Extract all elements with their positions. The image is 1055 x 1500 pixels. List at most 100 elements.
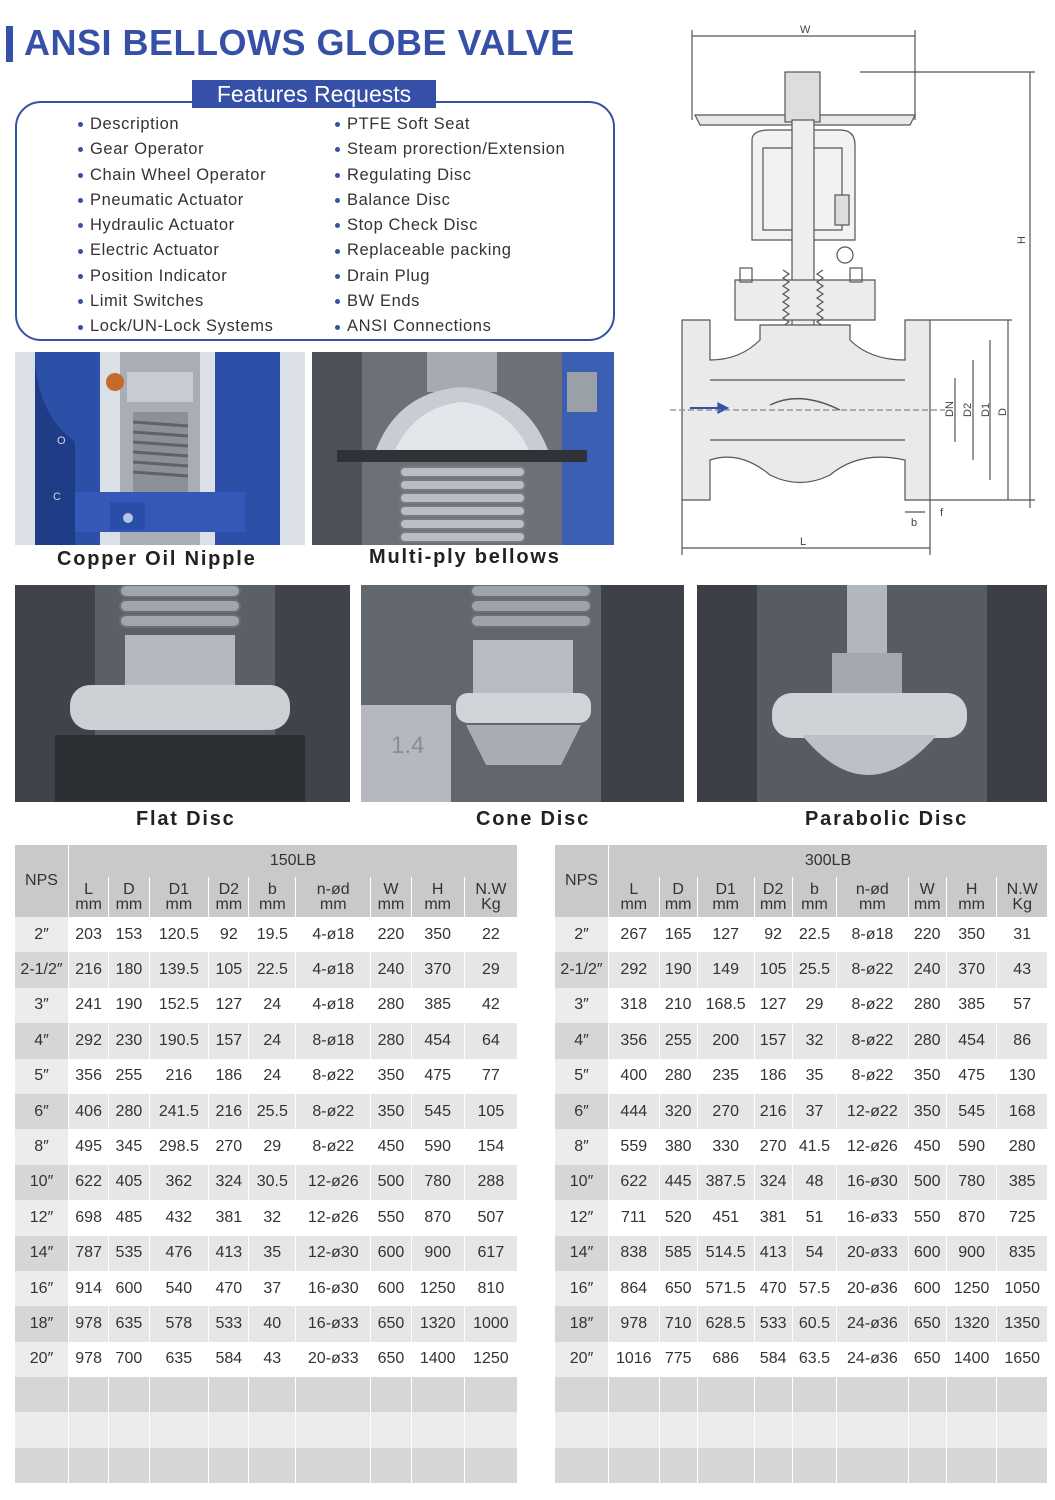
table-cell: 330: [697, 1129, 755, 1165]
table-cell: 413: [754, 1235, 793, 1271]
empty-cell: [295, 1412, 372, 1448]
empty-cell: [15, 1377, 69, 1413]
table-cell: 25.5: [248, 1093, 297, 1130]
table-cell: 241: [68, 987, 110, 1024]
table-cell: 4-ø18: [295, 952, 372, 988]
feature-item: Electric Actuator: [78, 238, 273, 263]
column-unit: mm: [958, 896, 985, 913]
table-cell: 870: [411, 1200, 465, 1236]
table-cell: 914: [68, 1270, 110, 1307]
table-cell: 30.5: [248, 1164, 297, 1201]
parabolic-disc-caption: Parabolic Disc: [805, 808, 969, 830]
table-cell: 405: [108, 1164, 150, 1201]
table-cell: 711: [608, 1200, 660, 1236]
table-cell: 12-ø26: [295, 1164, 372, 1201]
empty-cell: [908, 1447, 947, 1484]
table-cell: 203: [68, 917, 110, 953]
empty-cell: [411, 1377, 465, 1413]
table-cell: 600: [370, 1235, 412, 1271]
table-cell: 152.5: [149, 987, 210, 1024]
table-cell: 470: [754, 1270, 793, 1307]
table-cell: 578: [149, 1306, 210, 1342]
table-cell: 978: [68, 1306, 110, 1342]
cone-disc-photo: 1.4: [361, 585, 684, 802]
table-cell: 127: [697, 917, 755, 953]
table-cell: 216: [149, 1058, 210, 1094]
column-name: b: [810, 881, 819, 898]
empty-cell: [68, 1412, 110, 1448]
parabolic-disc-photo: [697, 585, 1047, 802]
feature-item: Pneumatic Actuator: [78, 188, 273, 213]
empty-cell: [248, 1447, 297, 1484]
table-cell: 533: [208, 1306, 250, 1342]
table-cell: 350: [946, 917, 998, 953]
feature-label: Lock/UN-Lock Systems: [90, 317, 274, 336]
empty-cell: [792, 1412, 838, 1448]
table-cell: 385: [946, 987, 998, 1024]
dim-f-label: f: [940, 507, 944, 519]
table-cell: 120.5: [149, 917, 210, 953]
table-cell: 559: [608, 1129, 660, 1165]
table-cell: 40: [248, 1306, 297, 1342]
table-cell: 280: [996, 1129, 1048, 1165]
bullet-icon: [335, 122, 340, 128]
feature-label: Electric Actuator: [90, 241, 220, 260]
column-unit: mm: [258, 896, 286, 913]
feature-item: Position Indicator: [78, 264, 273, 289]
table-cell: 780: [411, 1164, 465, 1201]
empty-cell: [108, 1447, 150, 1484]
table-cell: 8-ø22: [836, 1023, 909, 1059]
empty-cell: [697, 1447, 755, 1484]
table-cell: 475: [411, 1058, 465, 1094]
table-cell: 350: [908, 1058, 947, 1094]
nps-cell: 2-1/2″: [555, 952, 609, 988]
feature-label: Limit Switches: [90, 292, 204, 311]
table-cell: 77: [464, 1058, 519, 1094]
empty-cell: [555, 1412, 609, 1448]
table-cell: 240: [908, 952, 947, 988]
column-unit: mm: [115, 896, 143, 913]
table-cell: 495: [68, 1129, 110, 1165]
empty-cell: [208, 1377, 250, 1413]
column-unit: mm: [859, 896, 886, 913]
table-cell: 650: [908, 1341, 947, 1378]
table-cell: 725: [996, 1200, 1048, 1236]
table-cell: 1016: [608, 1341, 660, 1378]
table-cell: 298.5: [149, 1129, 210, 1165]
table-cell: 1320: [411, 1306, 465, 1342]
empty-cell: [370, 1377, 412, 1413]
table-cell: 29: [464, 952, 519, 988]
table-cell: 270: [697, 1093, 755, 1130]
table-cell: 400: [608, 1058, 660, 1094]
table-cell: 280: [908, 987, 947, 1024]
column-name: n-ød: [855, 881, 889, 898]
table-cell: 240: [370, 952, 412, 988]
feature-item: Steam prorection/Extension: [335, 137, 565, 162]
feature-item: BW Ends: [335, 289, 565, 314]
table-cell: 29: [792, 987, 838, 1024]
table-cell: 900: [411, 1235, 465, 1271]
table-cell: 280: [908, 1023, 947, 1059]
table-cell: 35: [792, 1058, 838, 1094]
column-name: L: [84, 881, 94, 898]
table-cell: 255: [659, 1023, 698, 1059]
table-cell: 149: [697, 952, 755, 988]
table-cell: 1250: [946, 1270, 998, 1307]
nps-cell: 6″: [555, 1093, 609, 1130]
table-cell: 406: [68, 1093, 110, 1130]
table-cell: 1250: [411, 1270, 465, 1307]
column-unit: mm: [801, 896, 828, 913]
table-cell: 350: [370, 1093, 412, 1130]
table-cell: 978: [608, 1306, 660, 1342]
feature-item: Replaceable packing: [335, 238, 565, 263]
table-cell: 650: [908, 1306, 947, 1342]
table-cell: 24: [248, 1058, 297, 1094]
table-cell: 154: [464, 1129, 519, 1165]
table-cell: 190.5: [149, 1023, 210, 1059]
